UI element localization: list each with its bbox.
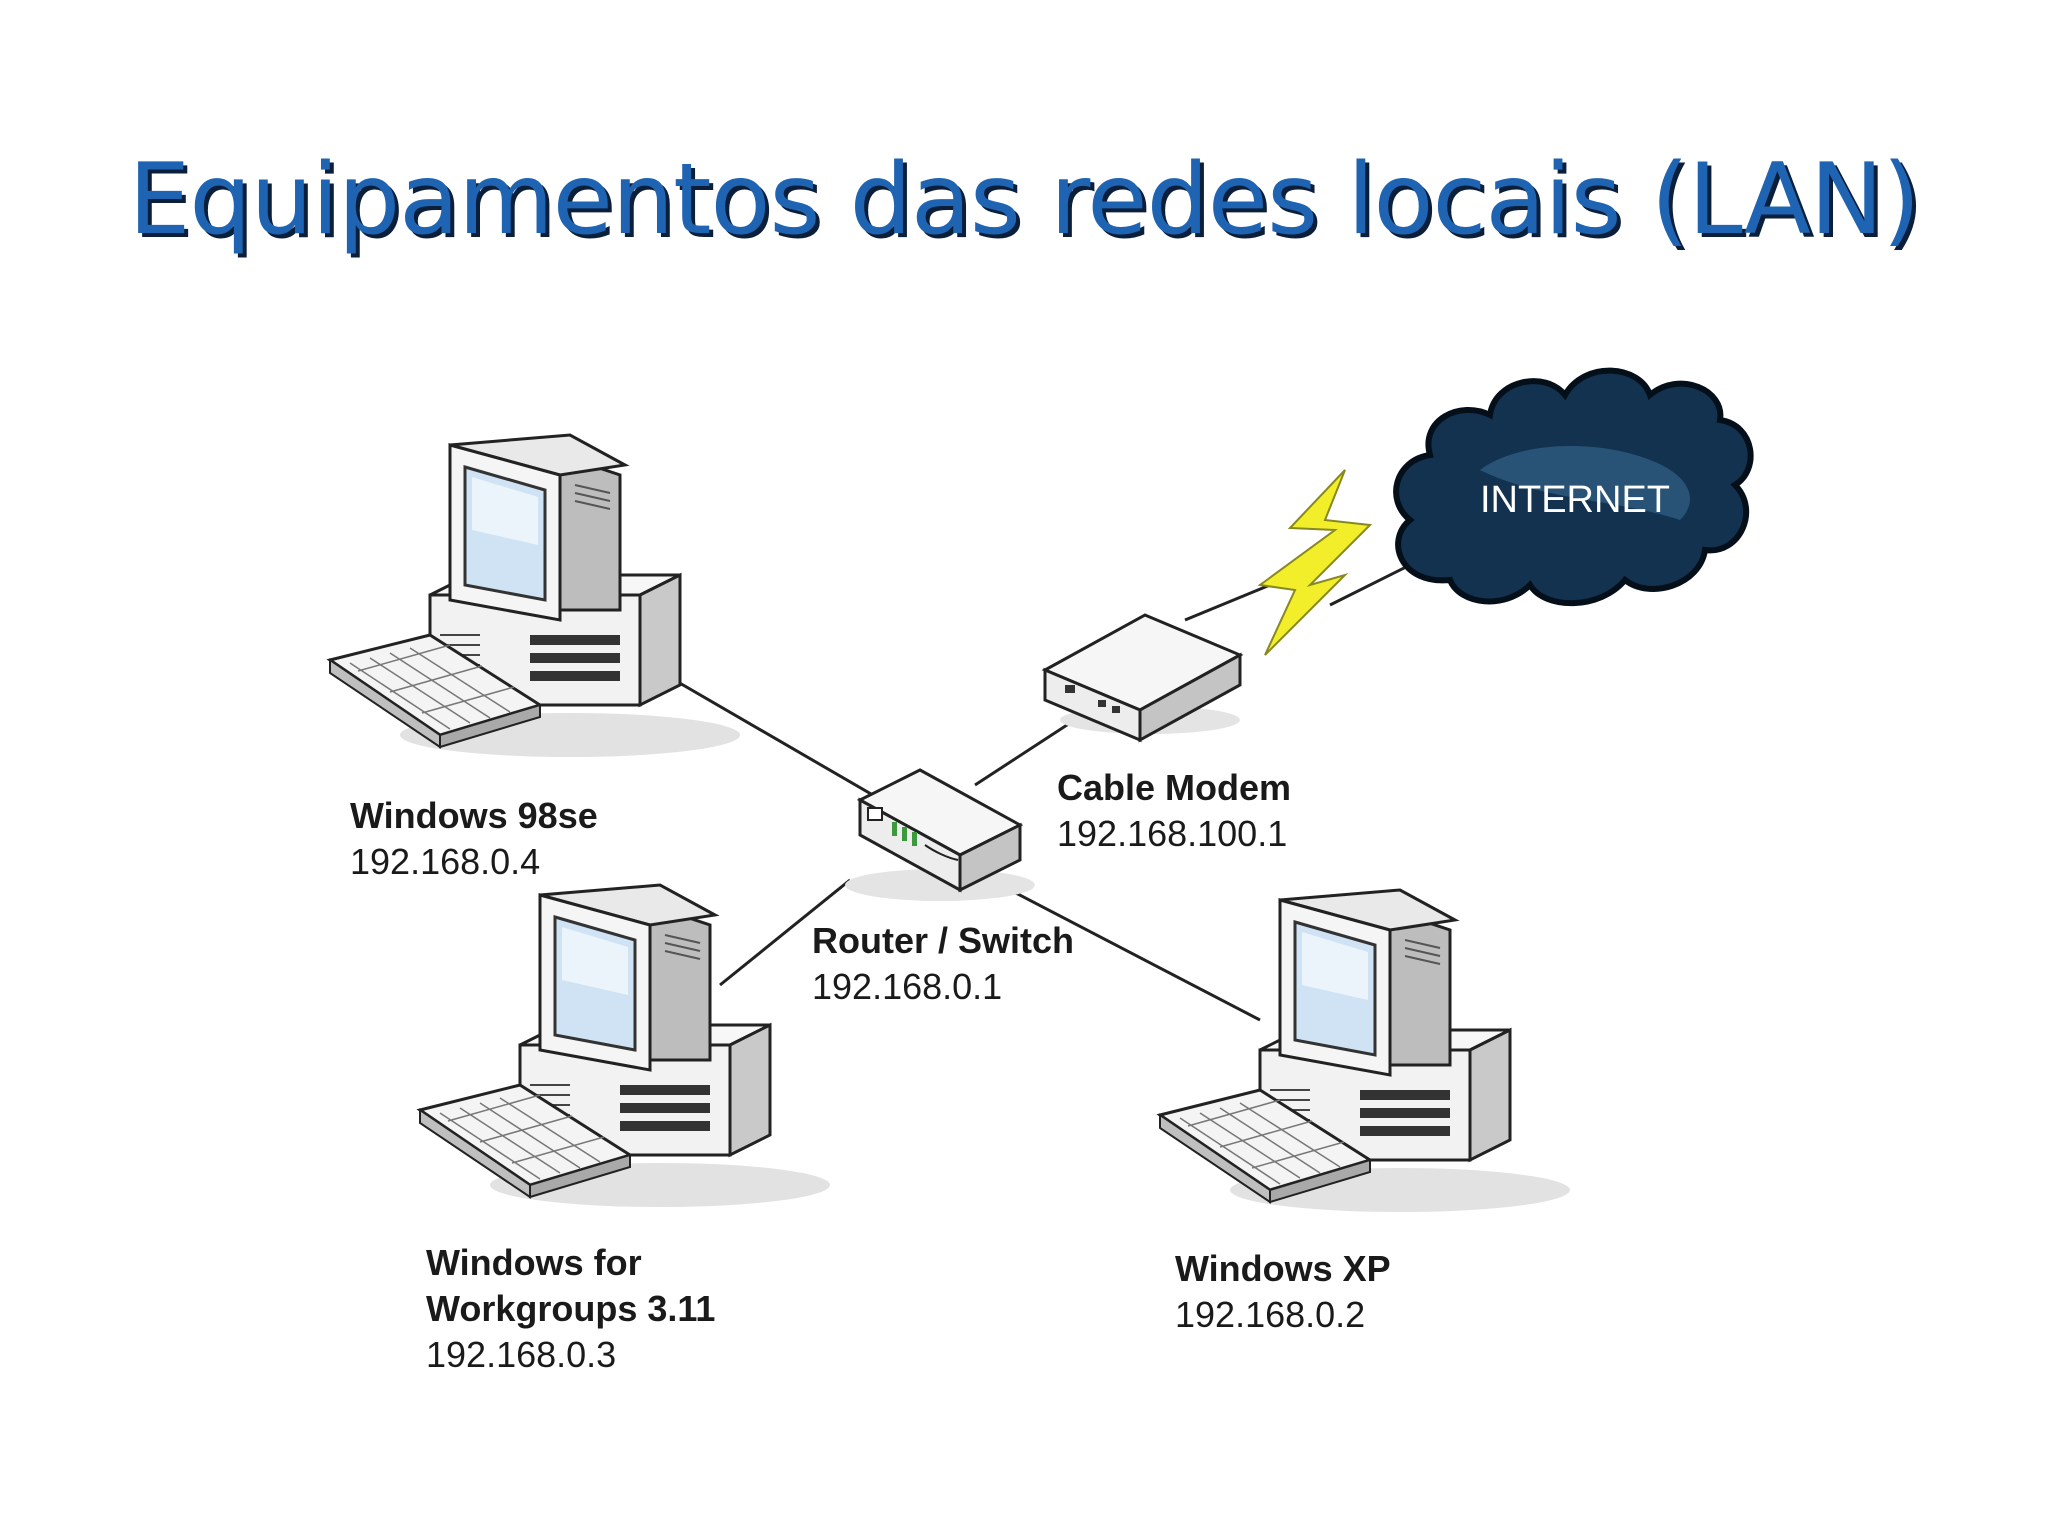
computer-win98 <box>328 433 742 759</box>
cable-modem-name: Cable Modem <box>1057 767 1291 808</box>
router-icon <box>845 768 1035 901</box>
router-name: Router / Switch <box>812 920 1074 961</box>
wfw-name-line1: Windows for <box>426 1242 642 1283</box>
desktop-computer-icon <box>328 433 742 759</box>
computer-wfw <box>418 883 832 1209</box>
cable-win98-router <box>639 658 891 807</box>
winxp-ip: 192.168.0.2 <box>1175 1294 1365 1335</box>
wfw-ip: 192.168.0.3 <box>426 1334 616 1375</box>
internet-label: INTERNET <box>1480 479 1670 521</box>
wfw-name-line2: Workgroups 3.11 <box>426 1288 715 1329</box>
desktop-computer-icon <box>418 883 832 1209</box>
computer-winxp <box>1158 888 1572 1214</box>
win98-ip: 192.168.0.4 <box>350 841 540 882</box>
winxp-name: Windows XP <box>1175 1248 1391 1289</box>
cable-router-wfw <box>719 878 851 987</box>
modem-icon <box>1041 613 1244 743</box>
cloud-icon: INTERNET <box>1393 367 1754 607</box>
lightning-icon <box>1257 469 1373 656</box>
cable-bolt-cloud <box>1329 563 1411 607</box>
cable-modem-bolt <box>1184 583 1271 622</box>
cable-modem-ip: 192.168.100.1 <box>1057 813 1287 854</box>
slide-title: Equipamentos das redes locais (LAN) <box>128 143 1920 257</box>
cable-router-winxp <box>1009 888 1261 1022</box>
win98-name: Windows 98se <box>350 795 598 836</box>
desktop-computer-icon <box>1158 888 1572 1214</box>
router-ip: 192.168.0.1 <box>812 966 1002 1007</box>
